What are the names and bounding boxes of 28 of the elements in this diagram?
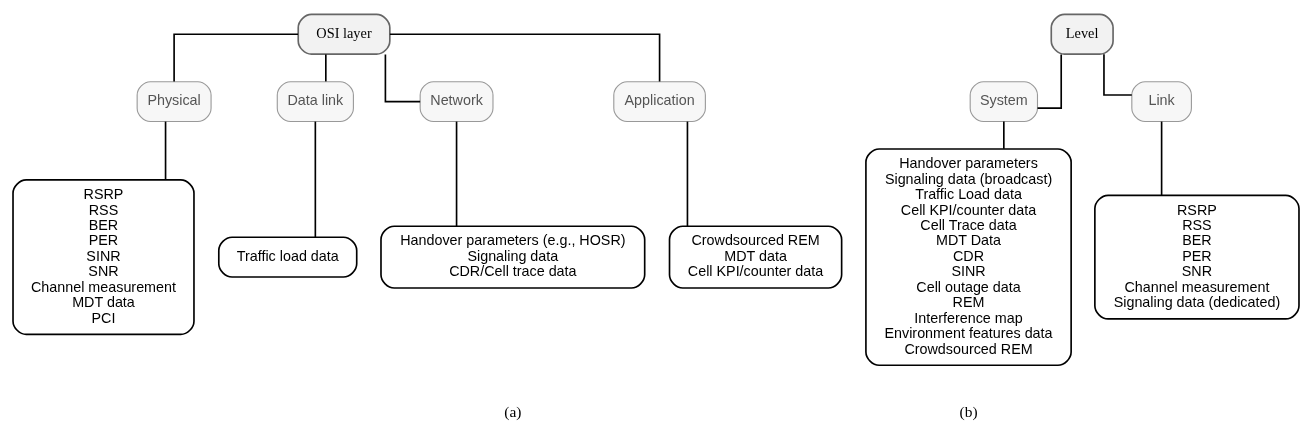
node-box: RSRP RSS BER PER SNR Channel measurement Signaling data (dedicated) bbox=[1094, 194, 1300, 320]
connector bbox=[389, 33, 661, 83]
node-box: Physical bbox=[136, 81, 212, 122]
node-box: Application bbox=[613, 81, 706, 122]
connector bbox=[686, 120, 689, 228]
node-box: Link bbox=[1131, 81, 1192, 122]
connector bbox=[314, 120, 317, 239]
node-box: OSI layer bbox=[297, 13, 391, 55]
node-box: Level bbox=[1050, 13, 1114, 55]
node-box: Data link bbox=[276, 81, 354, 122]
node-box: RSRP RSS BER PER SINR SNR Channel measurement MDT data PCI bbox=[12, 179, 195, 336]
connector bbox=[164, 120, 167, 181]
node-box: Crowdsourced REM MDT data Cell KPI/counter data bbox=[668, 225, 843, 289]
connector bbox=[1103, 53, 1133, 96]
connector bbox=[455, 120, 458, 228]
node-box: System bbox=[969, 81, 1039, 122]
node-box: Traffic load data bbox=[217, 236, 358, 278]
node-box: Handover parameters (e.g., HOSR) Signaling data CDR/Cell trace data bbox=[380, 225, 646, 289]
connector bbox=[1003, 120, 1005, 150]
connector bbox=[173, 33, 299, 83]
label: (b) bbox=[959, 402, 978, 420]
connector bbox=[1036, 53, 1063, 110]
connector bbox=[384, 53, 421, 103]
label: (a) bbox=[504, 402, 522, 420]
connector bbox=[325, 53, 327, 83]
node-box: Network bbox=[419, 81, 494, 122]
node-box: Handover parameters Signaling data (broadcast) Traffic Load data Cell KPI/counter data Cell Trace data MDT Data CDR SINR Cell outage data REM Interference map Environment features data Crowdsourced REM bbox=[865, 148, 1072, 367]
connector bbox=[1160, 120, 1163, 197]
